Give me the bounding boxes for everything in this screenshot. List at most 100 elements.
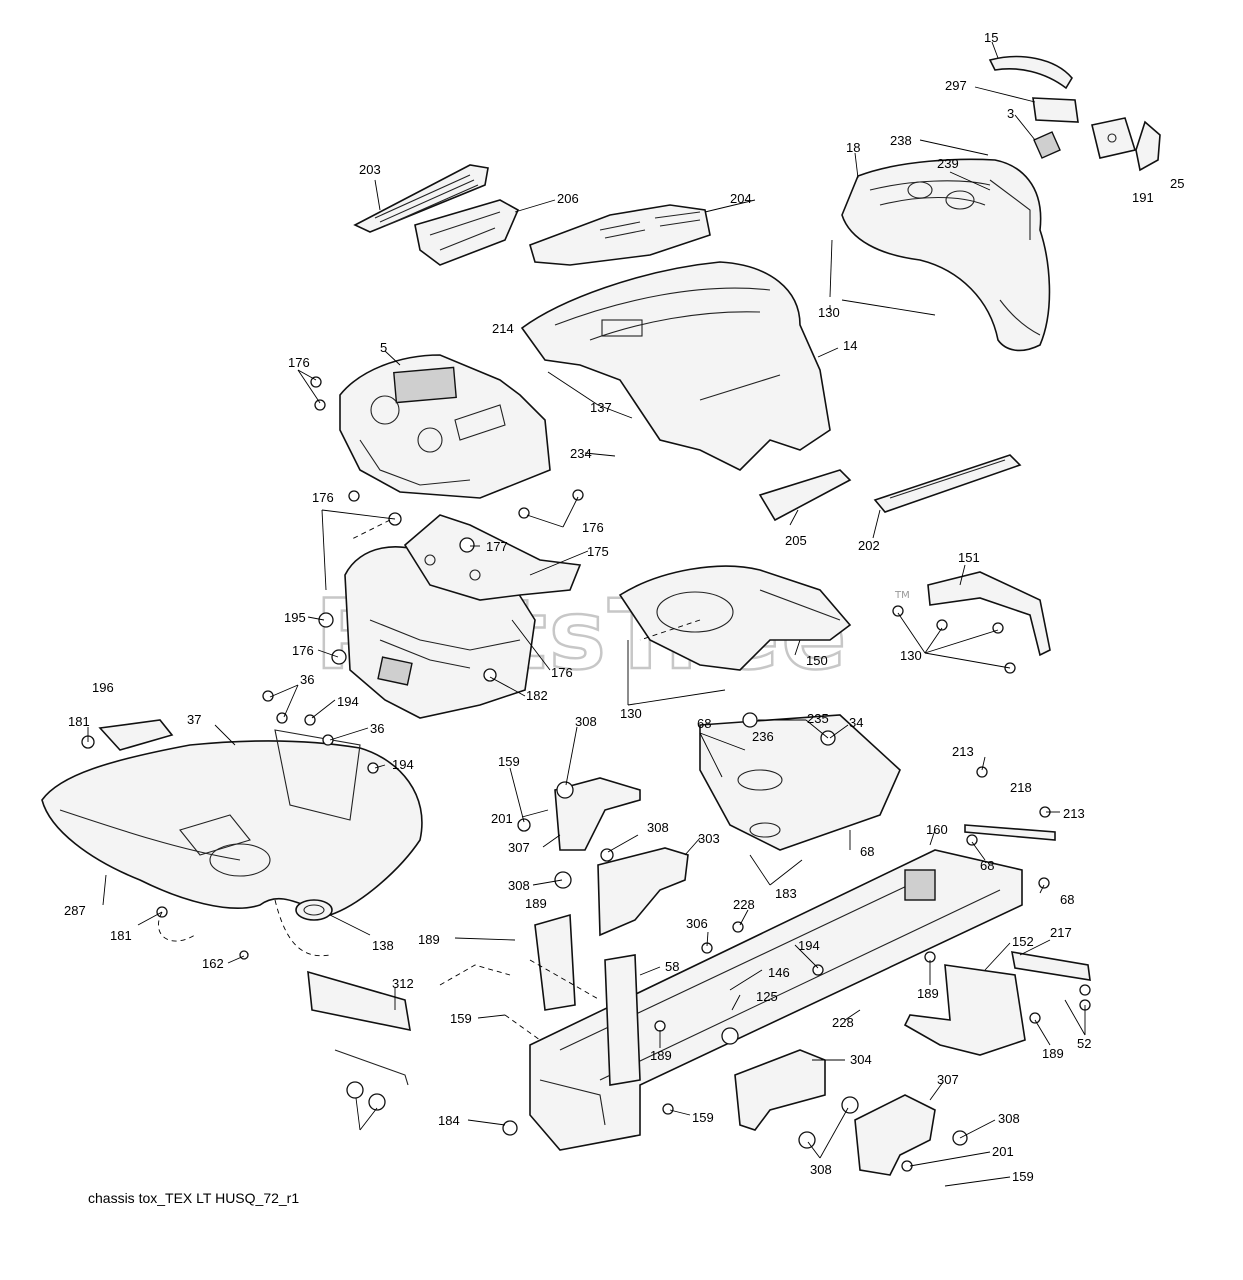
- part-heat-shield: [618, 565, 852, 671]
- assembly-dashed-lines: [157, 519, 701, 1041]
- callout-label: 307: [508, 840, 530, 855]
- callout-label: 213: [952, 744, 974, 759]
- callout-label: 191: [1132, 190, 1154, 205]
- callout-label: 130: [900, 648, 922, 663]
- part-steering-plate: [699, 712, 901, 851]
- callout-label: 189: [917, 986, 939, 1001]
- callout-label: 36: [370, 721, 384, 736]
- callout-label: 160: [926, 822, 948, 837]
- callout-label: 177: [486, 539, 508, 554]
- callout-label: 196: [92, 680, 114, 695]
- callout-label: 189: [1042, 1046, 1064, 1061]
- callout-label: 214: [492, 321, 514, 336]
- callout-label: 194: [392, 757, 414, 772]
- callout-label: 151: [958, 550, 980, 565]
- callout-label: 52: [1077, 1036, 1091, 1051]
- part-hood-trim: [758, 469, 852, 522]
- callout-label: 307: [937, 1072, 959, 1087]
- callout-label: 146: [768, 965, 790, 980]
- part-battery-tray: [307, 970, 411, 1086]
- callout-label: 308: [575, 714, 597, 729]
- callout-label: 308: [647, 820, 669, 835]
- callout-label: 68: [697, 716, 711, 731]
- callout-label: 181: [110, 928, 132, 943]
- callout-label: 189: [418, 932, 440, 947]
- part-light-bracket: [1033, 131, 1061, 159]
- callout-label: 308: [998, 1111, 1020, 1126]
- callout-label: 138: [372, 938, 394, 953]
- part-support-bracket: [927, 571, 1051, 657]
- watermark-trademark: TM: [894, 590, 910, 601]
- callout-label: 175: [587, 544, 609, 559]
- part-grommet: [295, 899, 333, 921]
- callout-label: 201: [992, 1144, 1014, 1159]
- callout-label: 181: [68, 714, 90, 729]
- part-front-nose: [841, 158, 1051, 352]
- callout-label: 176: [582, 520, 604, 535]
- part-hood-shell: [520, 261, 831, 471]
- callout-label: 150: [806, 653, 828, 668]
- callout-label: 217: [1050, 925, 1072, 940]
- part-lamp-housing: [1091, 117, 1137, 159]
- callout-label: 5: [380, 340, 387, 355]
- callout-label: 189: [525, 896, 547, 911]
- callout-label: 194: [337, 694, 359, 709]
- callout-label: 205: [785, 533, 807, 548]
- callout-label: 297: [945, 78, 967, 93]
- callout-label: 184: [438, 1113, 460, 1128]
- callout-label: 36: [300, 672, 314, 687]
- callout-label: 304: [850, 1052, 872, 1067]
- callout-label: 303: [698, 831, 720, 846]
- callout-label: 162: [202, 956, 224, 971]
- callout-label: 195: [284, 610, 306, 625]
- callout-label: 182: [526, 688, 548, 703]
- callout-label: 308: [810, 1162, 832, 1177]
- part-rod-217: [1011, 951, 1091, 981]
- callout-label: 159: [1012, 1169, 1034, 1184]
- callout-label: 308: [508, 878, 530, 893]
- callout-label: 306: [686, 916, 708, 931]
- part-axle-bracket: [534, 913, 641, 1086]
- callout-label: 37: [187, 712, 201, 727]
- part-frame-rail: [529, 849, 1023, 1151]
- callout-label: 206: [557, 191, 579, 206]
- part-headlight-trim: [988, 55, 1073, 90]
- part-seat-bracket: [98, 719, 174, 751]
- callout-label: 130: [620, 706, 642, 721]
- callout-label: 213: [1063, 806, 1085, 821]
- callout-label: 25: [1170, 176, 1184, 191]
- part-grill-bracket: [414, 199, 520, 266]
- callout-label: 125: [756, 989, 778, 1004]
- part-lamp-clip: [1135, 120, 1161, 172]
- callout-label: 238: [890, 133, 912, 148]
- callout-label: 202: [858, 538, 880, 553]
- callout-label: 236: [752, 729, 774, 744]
- part-side-grill-right: [873, 454, 1022, 513]
- callout-label: 159: [498, 754, 520, 769]
- part-mount-plate: [597, 847, 689, 937]
- callout-label: 68: [860, 844, 874, 859]
- part-rod-218: [964, 824, 1056, 841]
- callout-label: 218: [1010, 780, 1032, 795]
- callout-label: 176: [292, 643, 314, 658]
- callout-label: 130: [818, 305, 840, 320]
- part-dash-bracket: [403, 514, 582, 601]
- callout-label: 15: [984, 30, 998, 45]
- callout-label: 68: [980, 858, 994, 873]
- callout-label: 239: [937, 156, 959, 171]
- callout-label: 234: [570, 446, 592, 461]
- part-lift-bracket-upper: [554, 777, 641, 851]
- callout-label: 159: [692, 1110, 714, 1125]
- callout-label: 235: [807, 711, 829, 726]
- callout-label: 203: [359, 162, 381, 177]
- callout-label: 228: [832, 1015, 854, 1030]
- callout-label: 194: [798, 938, 820, 953]
- callout-label: 34: [849, 715, 863, 730]
- callout-label: 14: [843, 338, 857, 353]
- callout-label: 152: [1012, 934, 1034, 949]
- callout-label: 18: [846, 140, 860, 155]
- part-rear-fender: [41, 729, 423, 916]
- callout-label: 189: [650, 1048, 672, 1063]
- callout-label: 137: [590, 400, 612, 415]
